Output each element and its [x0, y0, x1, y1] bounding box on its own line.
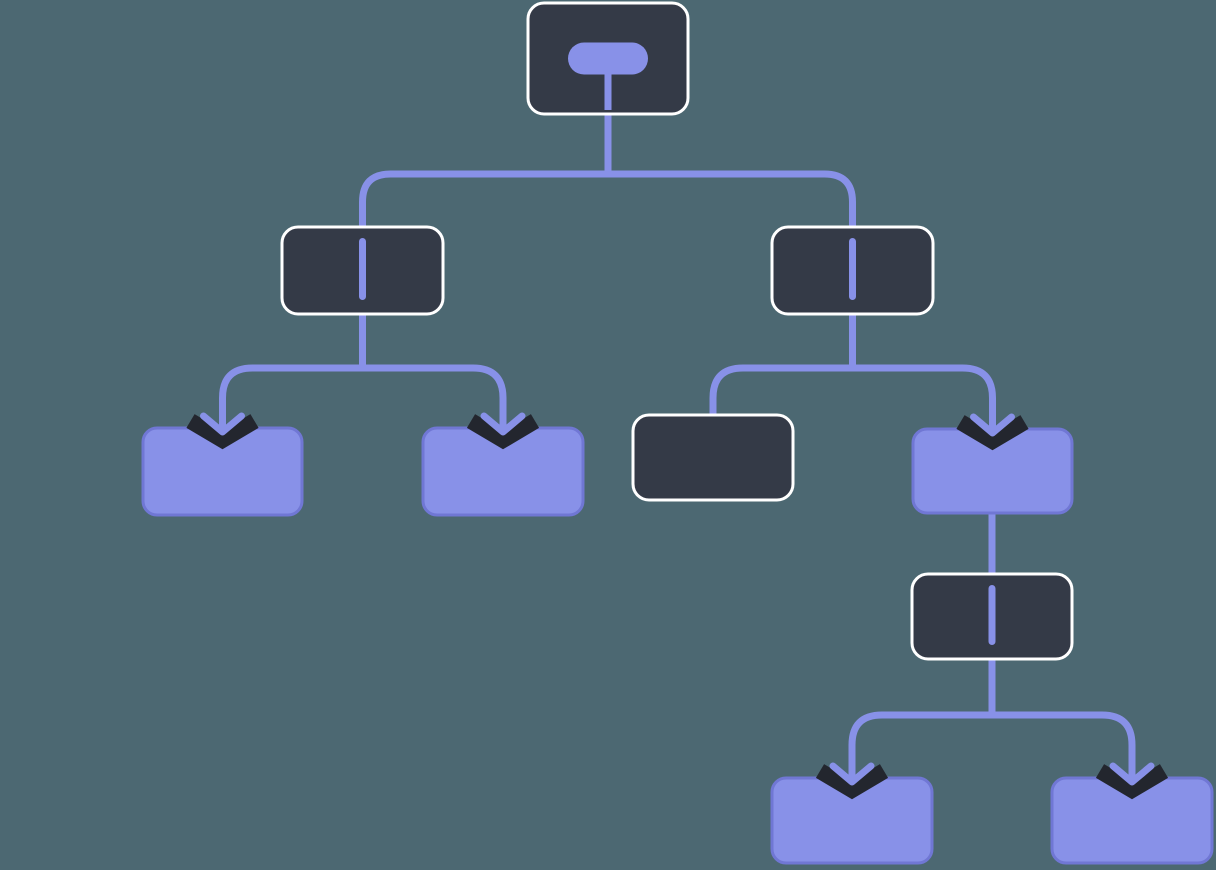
pill-stem	[604, 72, 612, 110]
root-node[interactable]	[526, 1, 690, 116]
edge-split-right	[709, 364, 996, 436]
plain-dark-node-body[interactable]	[631, 413, 795, 502]
pass-bottom-node[interactable]	[910, 572, 1074, 661]
arrow-chevron-dark-icon	[1095, 764, 1169, 800]
vertical-line-icon	[988, 585, 996, 645]
plain-dark-node[interactable]	[631, 413, 795, 502]
edge-split-left	[219, 364, 507, 435]
arrow-chevron-dark-icon	[186, 414, 259, 450]
branch-right-node[interactable]	[770, 225, 935, 316]
arrowhead-leaf-1	[186, 402, 259, 450]
edge-split-bottom	[848, 711, 1136, 785]
arrow-tip-icon	[829, 762, 875, 786]
nodes	[141, 1, 1214, 865]
branch-left-node[interactable]	[280, 225, 445, 316]
arrow-tip-icon	[480, 412, 526, 436]
pill-shape	[568, 42, 648, 75]
vertical-line-icon	[359, 238, 366, 300]
root-pill-stem-icon	[568, 42, 648, 110]
arrowhead-leaf-2	[466, 402, 540, 450]
arrowhead-leaf-3	[815, 752, 889, 800]
arrow-chevron-dark-icon	[466, 414, 540, 450]
edge-split-top	[359, 170, 856, 232]
edges	[219, 110, 1136, 785]
arrow-chevron-dark-icon	[815, 764, 889, 800]
arrowhead-midleaf	[956, 403, 1029, 451]
arrow-tip-icon	[1109, 762, 1155, 786]
arrow-chevron-dark-icon	[956, 415, 1029, 451]
arrow-tip-icon	[970, 413, 1015, 437]
arrow-tip-icon	[200, 412, 245, 436]
arrowhead-leaf-4	[1095, 752, 1169, 800]
arrowheads	[186, 402, 1169, 800]
vertical-line-icon	[849, 238, 856, 300]
